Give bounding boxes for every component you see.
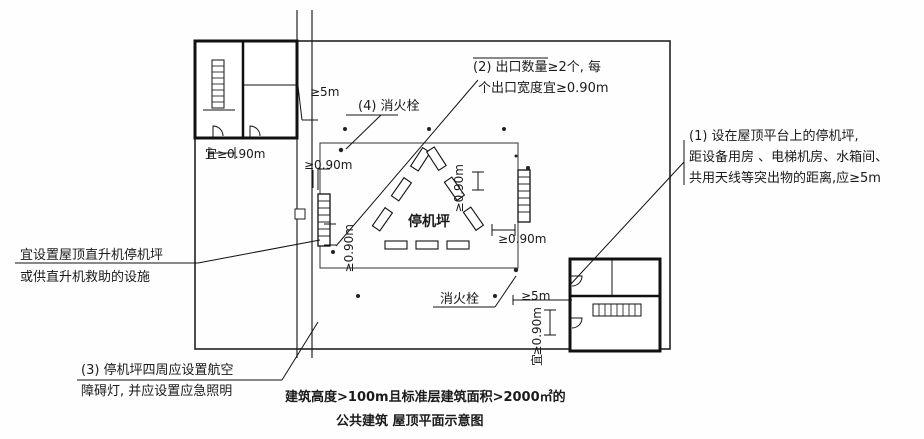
heliport-label: 停机坪 [408,213,450,230]
dim-gt090-bottom-right: ≥0.90m [530,307,544,355]
dim-gt090-left-stair: 宜≥0.90m [205,146,265,161]
landing-light-markers [371,146,485,250]
dimension-marks [208,85,572,336]
light-dots [331,127,530,298]
note-1-line-1: (1) 设在屋顶平台上的停机坪, [689,128,859,144]
hydrant-label: 消火栓 [440,292,479,307]
stair-block-bottom-right [568,257,662,353]
note-4-hydrant: (4) 消火栓 [358,99,420,114]
roof-outline [194,40,671,350]
dim-yi-bottom: 宜 [529,354,544,366]
dim-gt090-right-exit: ≥0.90m [498,232,546,246]
caption-line-2: 公共建筑 屋顶平面示意图 [336,413,484,429]
dim-gt090-left-lower: ≥0.90m [342,224,356,272]
wall-marker [294,208,306,220]
dim-gt090-right-exit-vertical: ≥0.90m [452,164,466,212]
stair-block-top-left [193,39,299,140]
note-3-line-2: 障碍灯, 并应设置应急照明 [81,383,232,399]
note-3-line-1: (3) 停机坪四周应设置航空 [81,362,234,378]
heliport-platform [317,142,531,269]
note-2-line-1: (2) 出口数量≥2个, 每 [473,59,601,75]
rescue-facility-line-2: 或供直升机救助的设施 [20,269,150,285]
caption-line-1: 建筑高度>100m且标准层建筑面积>2000㎡的 [285,389,566,405]
note-1-line-3: 共用天线等突出物的距离,应≥5m [689,170,881,186]
note-1-line-2: 距设备用房 、电梯机房、水箱间、 [689,149,888,165]
dim-gt5m-bottom: ≥5m [521,289,550,303]
note-2-line-2: 个出口宽度宜≥0.90m [478,80,609,96]
leader-lines [15,57,685,381]
dim-gt090-left-exit: ≥0.90m [304,158,352,172]
rescue-facility-line-1: 宜设置屋顶直升机停机坪 [20,247,163,263]
dim-gt5m-top: ≥5m [310,85,339,99]
